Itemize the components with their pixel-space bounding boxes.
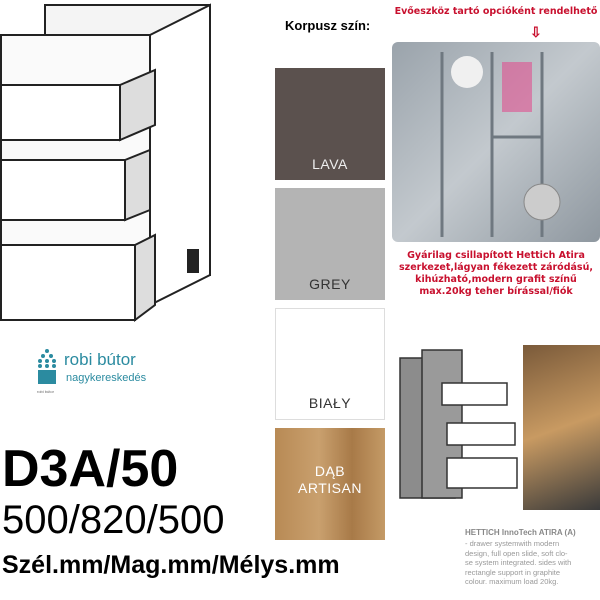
swatch-lava[interactable]: LAVA	[275, 68, 385, 180]
hettich-title: HETTICH InnoTech ATIRA (A)	[465, 528, 576, 537]
hettich-line: - drawer systemwith modern	[465, 539, 560, 548]
logo-name: robi bútor	[64, 350, 136, 369]
logo-icon	[36, 348, 56, 388]
feature-line: kihúzható,modern grafit színű	[415, 274, 577, 285]
swatch-bialy[interactable]: BIAŁY	[275, 308, 385, 420]
product-code: D3A/50	[2, 440, 179, 498]
hettich-line: rectangle support in graphite	[465, 567, 561, 577]
option-heading: Evőeszköz tartó opcióként rendelhető	[394, 6, 598, 17]
dimension-labels: Szél.mm/Mag.mm/Mélys.mm	[2, 551, 340, 579]
arrow-down-icon: ⇩	[530, 24, 542, 40]
feature-line: max.20kg teher bírással/fiók	[419, 286, 573, 297]
cabinet-drawing	[0, 3, 211, 322]
swatch-label: ARTISAN	[298, 480, 362, 496]
hettich-description: - drawer systemwith modern design, full …	[465, 539, 600, 587]
swatch-label: BIAŁY	[308, 395, 352, 411]
hettich-line: se system integrated. sides with	[465, 558, 572, 567]
logo-subtitle: nagykereskedés	[66, 372, 147, 384]
feature-line: szerkezet,lágyan fékezett záródású,	[399, 262, 593, 273]
kitchen-photo	[523, 345, 600, 510]
drawer-system-photo	[392, 338, 520, 508]
cutlery-tray-photo	[392, 42, 600, 242]
swatch-label: LAVA	[312, 156, 348, 172]
product-dimensions: 500/820/500	[2, 498, 225, 542]
colors-header: Korpusz szín:	[285, 18, 371, 33]
hettich-line: colour. maximum load 20kg.	[465, 577, 559, 586]
feature-text: Gyárilag csillapított Hettich Atira szer…	[392, 250, 600, 298]
swatch-label: GREY	[309, 276, 351, 292]
logo-small-text: robi bútor	[37, 389, 54, 394]
hettich-line: design, full open slide, soft clo-	[465, 548, 568, 558]
swatch-label: DĄB	[314, 462, 346, 479]
feature-line: Gyárilag csillapított Hettich Atira	[407, 250, 585, 261]
swatch-grey[interactable]: GREY	[275, 188, 385, 300]
